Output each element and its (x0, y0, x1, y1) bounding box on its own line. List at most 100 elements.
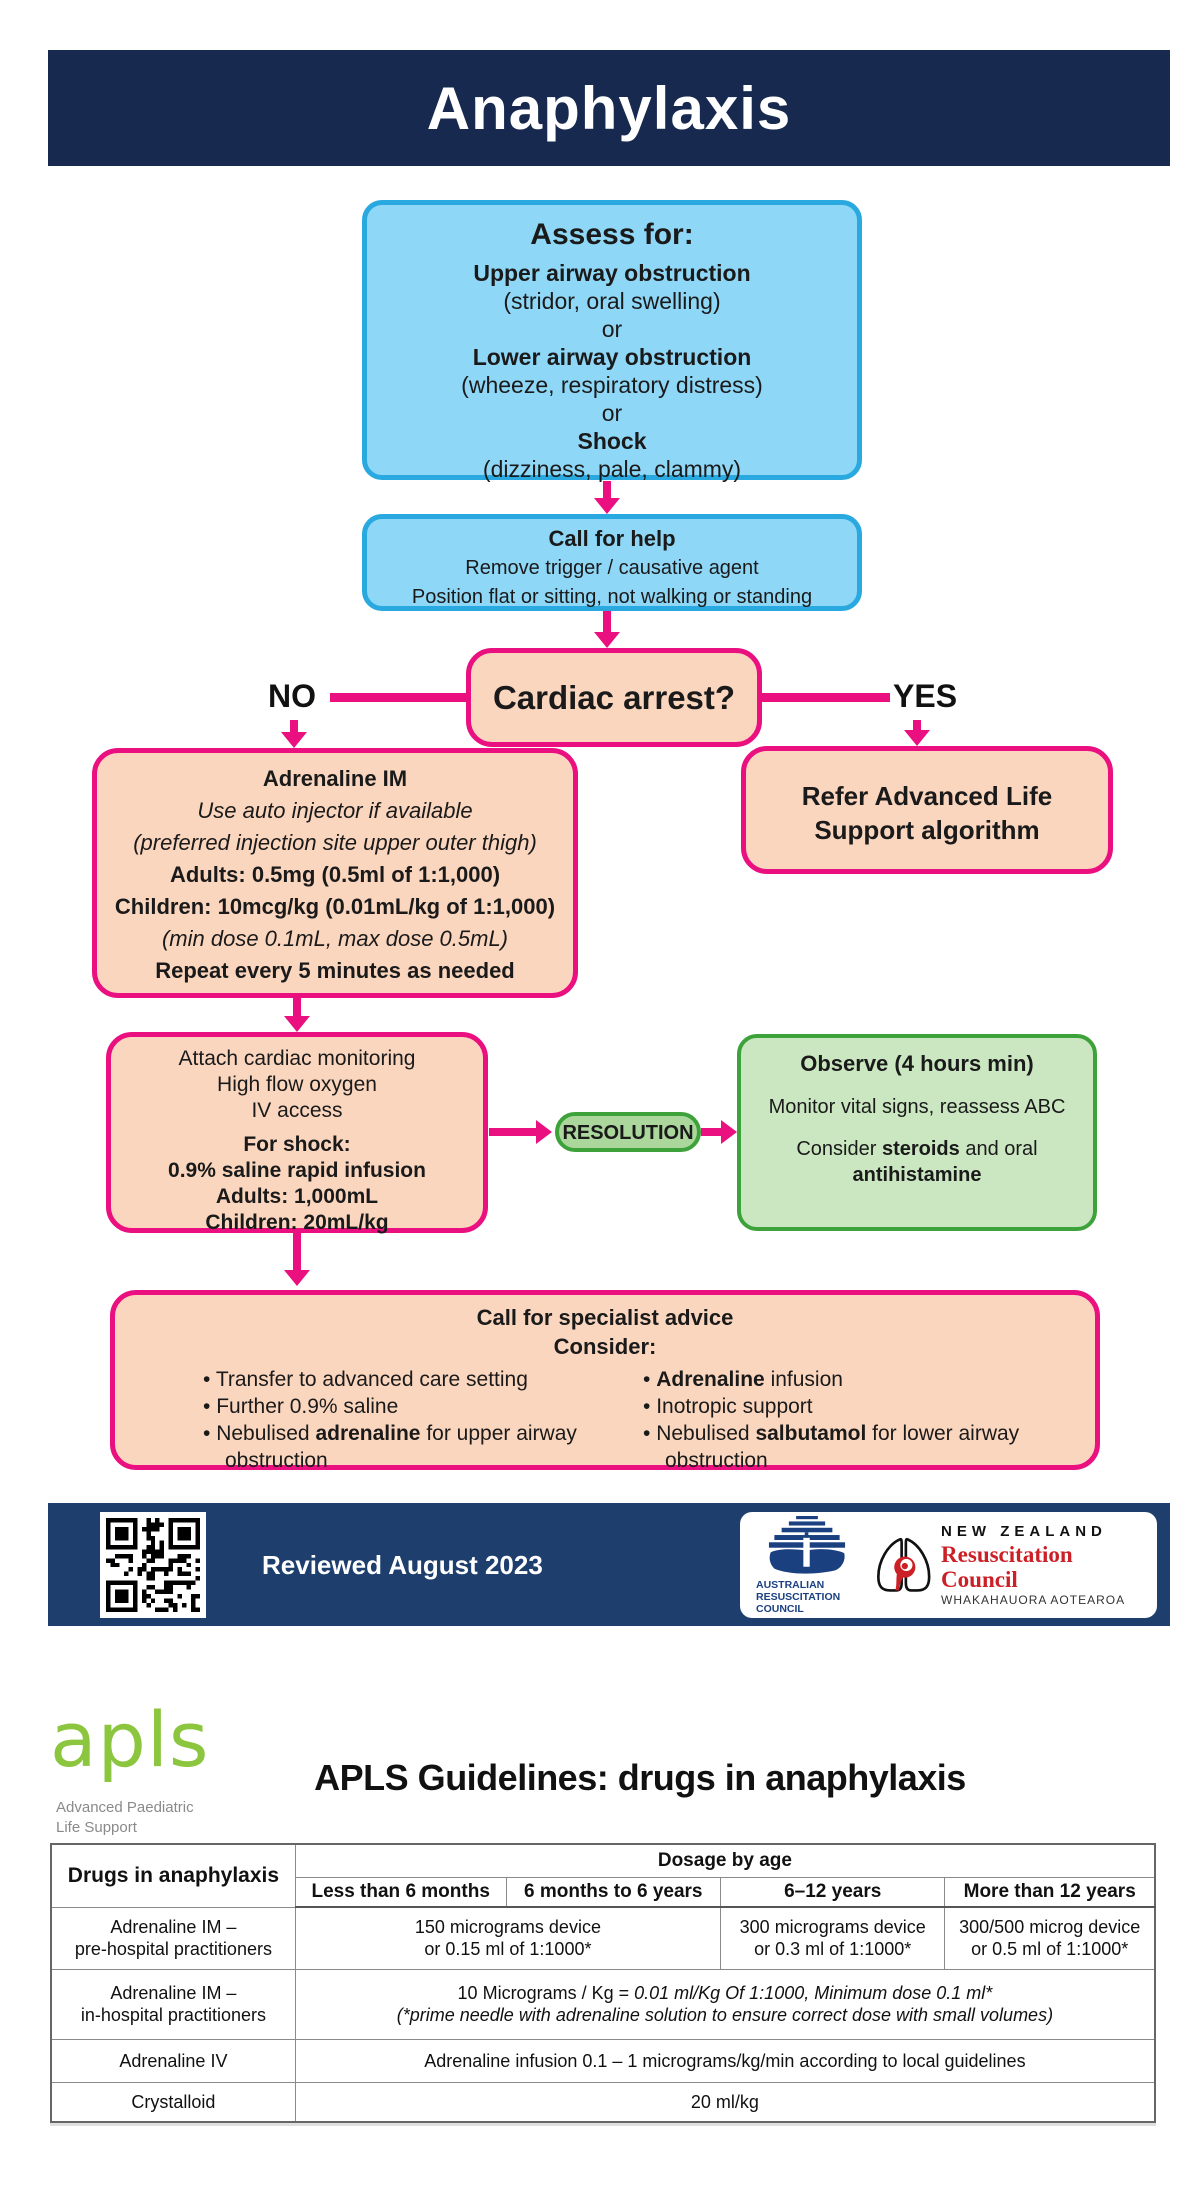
drug-name-line: pre-hospital practitioners (74, 1939, 272, 1959)
adrenaline-line: (preferred injection site upper outer th… (133, 830, 537, 855)
monitoring-box: Attach cardiac monitoring High flow oxyg… (106, 1032, 488, 1234)
arc-line: COUNCIL (756, 1602, 804, 1615)
age-column-header: 6–12 years (719, 1876, 946, 1908)
apls-tagline-line: Advanced Paediatric (56, 1799, 194, 1816)
resolution-pill: RESOLUTION (555, 1112, 701, 1152)
callhelp-line: Position flat or sitting, not walking or… (411, 586, 813, 608)
bullet-strong: adrenaline (315, 1422, 421, 1445)
age-column-header: 6 months to 6 years (505, 1876, 721, 1908)
observe-consider-line: Consider steroids and oral antihistamine (757, 1136, 1077, 1188)
assess-heading: Assess for: (530, 218, 694, 251)
bullet-marker: • (643, 1395, 651, 1418)
assess-line: Shock (577, 428, 647, 454)
specialist-heading: Call for specialist advice (476, 1305, 734, 1330)
arrowhead-callhelp-to-cardiac (594, 632, 620, 648)
bullet-text: Further 0.9% saline (216, 1395, 399, 1418)
bullet-item: • Nebulised adrenaline for upper airway … (203, 1420, 643, 1474)
dose-line: or 0.15 ml of 1:1000* (424, 1939, 592, 1960)
bullet-marker: • (643, 1368, 651, 1391)
table-row: Crystalloid 20 ml/kg (50, 2081, 1156, 2123)
arrowhead-assess-to-callhelp (594, 498, 620, 514)
dosage-by-age-header: Dosage by age (294, 1843, 1156, 1878)
bullet-text: Nebulised (656, 1422, 756, 1445)
arc-logo: AUSTRALIAN RESUSCITATION COUNCIL (750, 1515, 864, 1615)
arrow-monitoring-to-resolution (489, 1128, 536, 1136)
assess-line: or (601, 316, 623, 342)
page-title: Anaphylaxis (48, 50, 1170, 166)
drug-name-cell: Crystalloid (50, 2081, 296, 2123)
monitoring-line: 0.9% saline rapid infusion (168, 1159, 426, 1182)
adrenaline-line: Repeat every 5 minutes as needed (155, 958, 515, 983)
age-column-header: Less than 6 months (294, 1876, 507, 1908)
table-corner-header: Drugs in anaphylaxis (50, 1843, 296, 1908)
assess-line: (wheeze, respiratory distress) (461, 372, 763, 398)
resolution-label: RESOLUTION (562, 1122, 694, 1144)
bullet-marker: • (643, 1422, 651, 1445)
assess-box: Assess for: Upper airway obstruction (st… (362, 200, 862, 482)
drug-name-line: in-hospital practitioners (80, 2005, 266, 2025)
no-connector-line (330, 693, 466, 702)
dose-cell: 10 Micrograms / Kg = 0.01 ml/Kg Of 1:100… (294, 1968, 1156, 2040)
callhelp-line: Remove trigger / causative agent (465, 557, 759, 579)
adrenaline-line: Adults: 0.5mg (0.5ml of 1:1,000) (169, 862, 501, 887)
qr-code-icon (106, 1518, 200, 1612)
nzrc-line: NEW ZEALAND (941, 1522, 1107, 1540)
dose-line: 10 Micrograms / Kg = 0.01 ml/Kg Of 1:100… (300, 1982, 1150, 2004)
arrow-no-to-adrenaline (290, 720, 298, 734)
dose-cell: 20 ml/kg (294, 2081, 1156, 2123)
observe-consider-antihistamine: antihistamine (852, 1164, 982, 1186)
bullet-text: Inotropic support (656, 1395, 813, 1418)
bullet-text: Nebulised (216, 1422, 316, 1445)
table-row: Adrenaline IM – in-hospital practitioner… (50, 1968, 1156, 2040)
specialist-columns: • Transfer to advanced care setting • Fu… (115, 1366, 1095, 1474)
adrenaline-line: Adrenaline IM (262, 766, 408, 791)
dose-text: 10 Micrograms / Kg = (457, 1983, 635, 2003)
bullet-text: for upper airway obstruction (225, 1422, 577, 1472)
arrow-adrenaline-to-monitoring (293, 997, 301, 1018)
specialist-subheading: Consider: (553, 1334, 657, 1359)
dose-cell: Adrenaline infusion 0.1 – 1 micrograms/k… (294, 2038, 1156, 2083)
specialist-box: Call for specialist advice Consider: • T… (110, 1290, 1100, 1472)
bullet-marker: • (203, 1368, 211, 1391)
arc-logo-text: AUSTRALIAN RESUSCITATION COUNCIL (756, 1579, 864, 1615)
bullet-item: • Inotropic support (643, 1393, 1095, 1420)
adrenaline-line: Children: 10mcg/kg (0.01mL/kg of 1:1,000… (114, 894, 556, 919)
adrenaline-line: Use auto injector if available (197, 798, 473, 823)
arrowhead-no-to-adrenaline (281, 732, 307, 748)
dose-line: (*prime needle with adrenaline solution … (396, 2005, 1054, 2025)
resuscitation-council-logo-panel: AUSTRALIAN RESUSCITATION COUNCIL NEW ZEA… (740, 1512, 1157, 1618)
arc-line: RESUSCITATION (756, 1590, 841, 1603)
assess-line: (dizziness, pale, clammy) (482, 456, 742, 482)
arrowhead-monitoring-to-specialist (284, 1270, 310, 1286)
dose-line: or 0.5 ml of 1:1000* (971, 1939, 1129, 1960)
bullet-item: • Transfer to advanced care setting (203, 1366, 643, 1393)
refer-line: Refer Advanced Life (801, 781, 1053, 811)
dose-line: 300 micrograms device (739, 1917, 926, 1938)
dose-text-italic: 0.01 ml/Kg Of 1:1000, Minimum dose 0.1 m… (634, 1983, 993, 2003)
nzrc-line: Resuscitation Council (941, 1541, 1073, 1592)
table-row: Adrenaline IM – pre-hospital practitione… (50, 1906, 1156, 1970)
observe-consider-steroids: steroids (881, 1138, 960, 1160)
bullet-text: for lower airway obstruction (665, 1422, 1020, 1472)
dose-line: 300/500 microg device (959, 1917, 1141, 1938)
bullet-marker: • (203, 1422, 211, 1445)
refer-line: Support algorithm (814, 815, 1040, 845)
nzrc-line: WHAKAHAUORA AOTEAROA (941, 1592, 1126, 1607)
apls-tagline: Advanced Paediatric Life Support (56, 1798, 194, 1838)
arrow-resolution-to-observe (701, 1128, 721, 1136)
arc-line: AUSTRALIAN (756, 1578, 825, 1591)
bullet-item: • Further 0.9% saline (203, 1393, 643, 1420)
table-row: Adrenaline IV Adrenaline infusion 0.1 – … (50, 2038, 1156, 2083)
arrow-yes-to-refer (913, 720, 921, 732)
drug-name-cell: Adrenaline IM – pre-hospital practitione… (50, 1906, 296, 1970)
drugs-table: Drugs in anaphylaxis Dosage by age Less … (50, 1843, 1156, 2123)
cardiac-arrest-box: Cardiac arrest? (466, 648, 762, 747)
bullet-marker: • (203, 1395, 211, 1418)
observe-consider-pre: Consider (796, 1138, 882, 1160)
apls-logo: apls (50, 1695, 210, 1784)
arrow-assess-to-callhelp (603, 481, 611, 500)
observe-box: Observe (4 hours min) Monitor vital sign… (737, 1034, 1097, 1231)
cardiac-question: Cardiac arrest? (492, 679, 736, 716)
no-label: NO (268, 678, 316, 714)
monitoring-line: IV access (251, 1099, 343, 1122)
